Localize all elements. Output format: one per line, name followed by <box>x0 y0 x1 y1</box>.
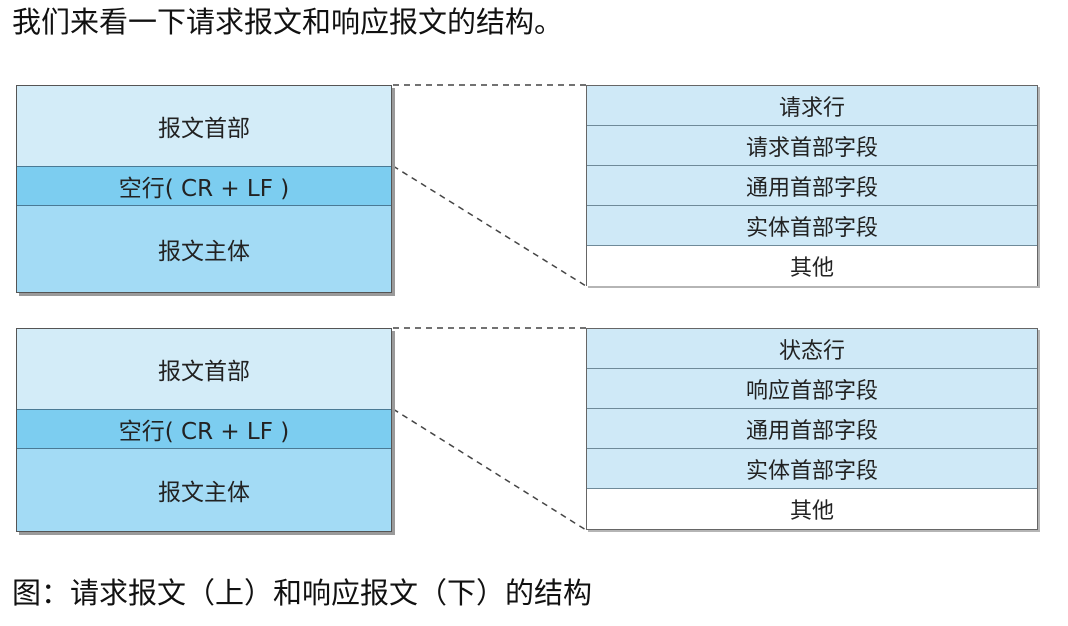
request-header-field: 请求首部字段 <box>587 126 1037 166</box>
other-field: 其他 <box>587 246 1037 286</box>
response-header-field: 响应首部字段 <box>587 369 1037 409</box>
general-header-field: 通用首部字段 <box>587 409 1037 449</box>
request-connector-bottom <box>392 165 587 287</box>
status-line: 状态行 <box>587 329 1037 369</box>
entity-header-field: 实体首部字段 <box>587 206 1037 246</box>
figure-caption: 图：请求报文（上）和响应报文（下）的结构 <box>12 576 593 610</box>
request-blank-line: 空行( CR + LF ) <box>17 166 391 206</box>
request-message: 报文首部 空行( CR + LF ) 报文主体 <box>16 85 392 293</box>
response-message-body: 报文主体 <box>17 449 391 531</box>
intro-text: 我们来看一下请求报文和响应报文的结构。 <box>12 5 564 39</box>
request-message-body: 报文主体 <box>17 206 391 292</box>
response-blank-line: 空行( CR + LF ) <box>17 409 391 449</box>
response-header-fields: 状态行 响应首部字段 通用首部字段 实体首部字段 其他 <box>586 328 1038 530</box>
entity-header-field: 实体首部字段 <box>587 449 1037 489</box>
response-message: 报文首部 空行( CR + LF ) 报文主体 <box>16 328 392 532</box>
request-line: 请求行 <box>587 86 1037 126</box>
general-header-field: 通用首部字段 <box>587 166 1037 206</box>
response-message-header: 报文首部 <box>17 329 391 409</box>
other-field: 其他 <box>587 489 1037 529</box>
request-message-header: 报文首部 <box>17 86 391 166</box>
response-connector-bottom <box>392 408 587 531</box>
request-header-fields: 请求行 请求首部字段 通用首部字段 实体首部字段 其他 <box>586 85 1038 286</box>
